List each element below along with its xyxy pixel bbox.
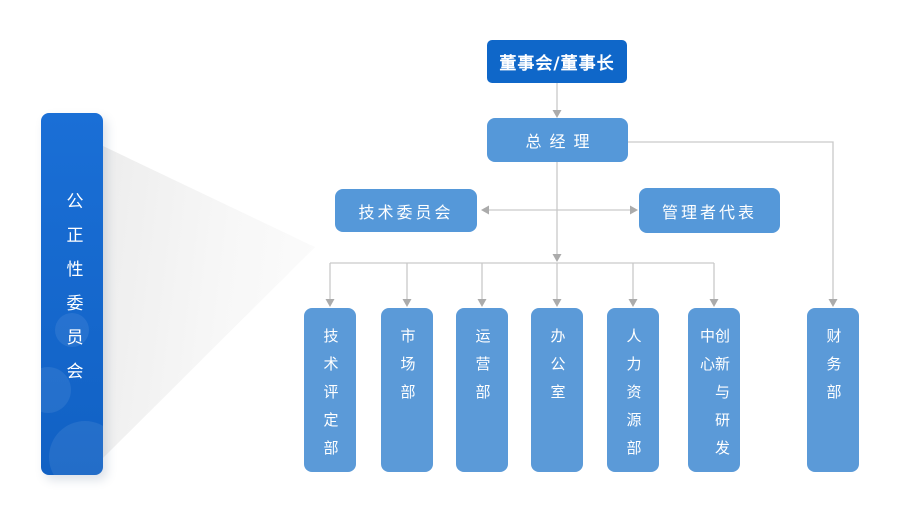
arrow-down-icon: [552, 299, 562, 307]
org-node-label: 技术委员会: [358, 202, 454, 222]
decorative-bubble: [49, 421, 103, 475]
dept-finance: 财务部: [807, 308, 859, 472]
dept-technical-assessment: 技术评定部: [304, 308, 356, 472]
org-node-label: 董事会/董事长: [499, 54, 615, 74]
connector-gm-to-finance: [628, 141, 834, 300]
arrow-right-icon: [630, 205, 638, 215]
arrow-down-icon: [828, 299, 838, 307]
dept-label: 财务部: [824, 328, 843, 412]
arrow-down-icon: [552, 254, 562, 262]
dept-label: 创新与研发中心: [698, 328, 731, 468]
arrow-down-icon: [325, 299, 335, 307]
dept-human-resources: 人力资源部: [607, 308, 659, 472]
dept-innovation-rd-center: 创新与研发中心: [688, 308, 740, 472]
dept-marketing: 市场部: [381, 308, 433, 472]
impartiality-committee-label: 公正性委员会: [62, 192, 83, 396]
dept-label: 办公室: [548, 328, 567, 412]
impartiality-committee-bar: 公正性委员会: [41, 113, 103, 475]
dept-label: 技术评定部: [321, 328, 340, 468]
arrow-down-icon: [402, 299, 412, 307]
dept-office: 办公室: [531, 308, 583, 472]
org-node-manager-representative: 管理者代表: [639, 188, 780, 233]
decorative-bubble: [55, 313, 89, 347]
dept-operations: 运营部: [456, 308, 508, 472]
arrow-down-icon: [628, 299, 638, 307]
org-node-label: 总经理: [525, 132, 598, 151]
arrow-left-icon: [481, 205, 489, 215]
dept-label: 人力资源部: [624, 328, 643, 468]
org-node-tech-committee: 技术委员会: [335, 189, 477, 232]
org-node-board-chairman: 董事会/董事长: [487, 40, 627, 83]
arrow-down-icon: [709, 299, 719, 307]
dept-label: 运营部: [473, 328, 492, 412]
org-node-label: 管理者代表: [661, 202, 757, 222]
arrow-down-icon: [552, 110, 562, 118]
dept-label: 市场部: [398, 328, 417, 412]
arrow-down-icon: [477, 299, 487, 307]
org-node-general-manager: 总经理: [487, 118, 628, 162]
